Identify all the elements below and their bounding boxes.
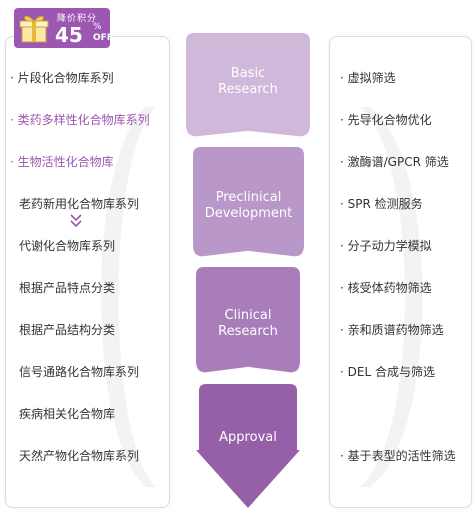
stage-approval-line1: Approval xyxy=(219,430,277,445)
stage-approval[interactable]: Approval xyxy=(196,430,300,446)
left-item-metabolism[interactable]: 代谢化合物库系列 xyxy=(19,239,116,253)
stage-basic-research[interactable]: Basic Research xyxy=(186,66,310,98)
badge-off: OFF xyxy=(93,33,113,43)
right-item-md-simulation[interactable]: · 分子动力学模拟 xyxy=(340,239,432,253)
discount-badge[interactable]: 降价积分 45 % OFF xyxy=(14,8,113,48)
left-item-fragment[interactable]: · 片段化合物库系列 xyxy=(10,71,114,85)
right-item-virtual-screening[interactable]: · 虚拟筛选 xyxy=(340,71,396,85)
stage-clinical-research[interactable]: Clinical Research xyxy=(196,308,300,340)
stage-basic-line1: Basic xyxy=(230,66,266,81)
screening-services-panel: · 虚拟筛选 · 先导化合物优化 · 激酶谱/GPCR 筛选 · SPR 检测服… xyxy=(329,36,472,508)
right-item-spr[interactable]: · SPR 检测服务 xyxy=(340,197,423,211)
stage-basic-research-shape xyxy=(186,33,310,137)
stage-preclinical-line1: Preclinical xyxy=(215,190,282,205)
stage-preclinical-line2: Development xyxy=(204,206,293,221)
stage-clinical-line1: Clinical xyxy=(224,308,272,323)
left-item-natural-product[interactable]: 天然产物化合物库系列 xyxy=(19,449,140,463)
badge-caption: 降价积分 xyxy=(57,14,98,24)
gift-icon xyxy=(19,15,49,43)
right-item-affinity-ms[interactable]: · 亲和质谱药物筛选 xyxy=(340,323,444,337)
left-item-repurposing[interactable]: 老药新用化合物库系列 xyxy=(19,197,140,211)
double-chevron-down-icon xyxy=(70,214,82,228)
left-item-by-structure[interactable]: 根据产品结构分类 xyxy=(19,323,116,337)
stage-basic-line2: Research xyxy=(218,82,278,97)
badge-number: 45 xyxy=(55,23,83,47)
watermark-bracket xyxy=(101,107,156,487)
stage-preclinical-development[interactable]: Preclinical Development xyxy=(193,190,304,222)
left-item-bioactive[interactable]: · 生物活性化合物库 xyxy=(10,155,114,169)
stage-clinical-line2: Research xyxy=(218,324,278,339)
stage-approval-arrow xyxy=(196,384,300,508)
stage-clinical-shape xyxy=(196,267,300,373)
left-item-by-feature[interactable]: 根据产品特点分类 xyxy=(19,281,116,295)
left-item-signaling[interactable]: 信号通路化合物库系列 xyxy=(19,365,140,379)
left-item-disease[interactable]: 疾病相关化合物库 xyxy=(19,407,116,421)
right-item-kinase-gpcr[interactable]: · 激酶谱/GPCR 筛选 xyxy=(340,155,449,169)
right-item-nuclear-receptor[interactable]: · 核受体药物筛选 xyxy=(340,281,432,295)
right-item-lead-optimization[interactable]: · 先导化合物优化 xyxy=(340,113,432,127)
watermark-bracket xyxy=(360,107,423,487)
right-item-phenotypic[interactable]: · 基于表型的活性筛选 xyxy=(340,449,456,463)
right-item-del[interactable]: · DEL 合成与筛选 xyxy=(340,365,435,379)
badge-percent: % xyxy=(93,22,102,32)
compound-library-panel: · 片段化合物库系列 · 类药多样性化合物库系列 · 生物活性化合物库 老药新用… xyxy=(5,36,170,508)
stage-preclinical-shape xyxy=(193,147,304,257)
left-item-druglike[interactable]: · 类药多样性化合物库系列 xyxy=(10,113,150,127)
